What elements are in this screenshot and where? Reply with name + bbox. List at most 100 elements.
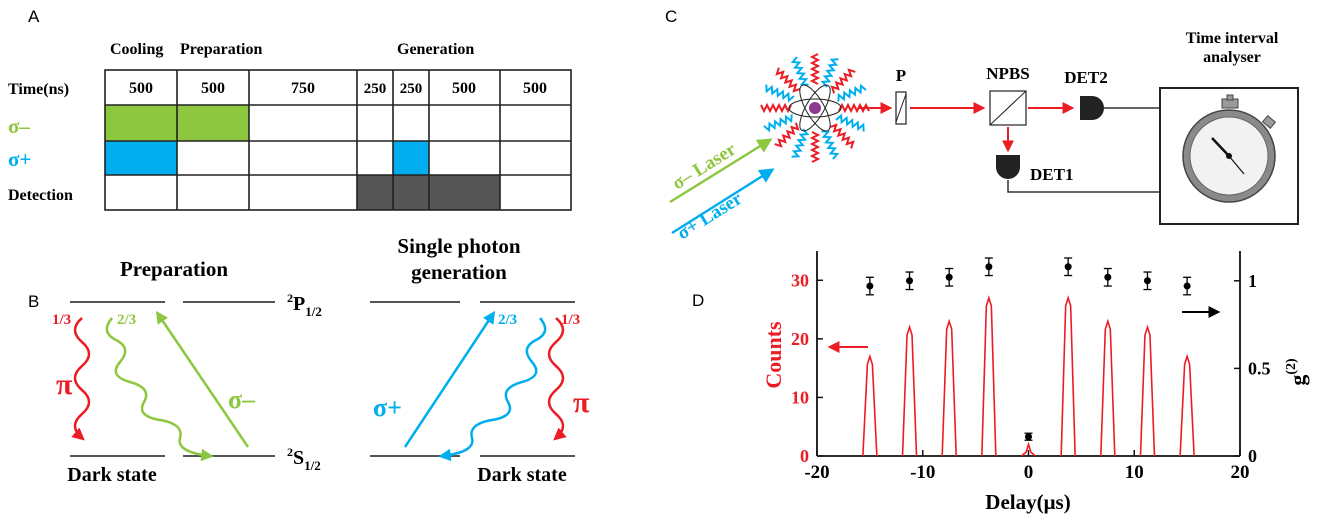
group-label-cooling: Cooling [110,41,163,58]
duration-cell: 500 [201,80,225,97]
g2-point [945,273,953,281]
x-tick-label: -10 [910,462,935,483]
dark-state-label-right: Dark state [477,464,567,486]
sigma-plus-pulse [105,141,177,175]
panel-c: C σ– Laser σ+ Laser P NPBS DET2 DET1 Tim… [665,7,1299,244]
group-label-preparation: Preparation [180,41,262,58]
emission-ray [821,130,840,160]
count-peak [941,318,957,457]
count-peak [1139,324,1156,457]
dark-state-label-left: Dark state [67,464,157,486]
analyser-label-line2: analyser [1203,49,1261,66]
g2-point [1025,433,1032,441]
det2-icon [1080,96,1104,120]
panel-b-letter: B [28,292,39,311]
emission-rays [760,53,870,163]
x-tick-label: 0 [1024,462,1034,483]
chart-peaks [862,295,1195,457]
chart-ylabel-left: Counts [761,321,786,389]
duration-cell: 500 [129,80,153,97]
sigma-decay-arrow-left [105,317,214,462]
detection-window [393,175,429,210]
g2-point [906,277,914,285]
polarizer-mark [895,93,907,123]
det1-label: DET1 [1030,165,1073,184]
stopwatch-icon [1182,94,1277,203]
duration-cell: 750 [291,80,315,97]
pi-decay-arrow-left [71,317,91,441]
g2-point [985,263,993,271]
sigma-minus-pulse [105,105,177,141]
y-left-tick-label: 30 [791,270,809,290]
emission-ray [809,131,821,163]
chart-ylabel-right: g(2) [1284,358,1310,386]
timing-grid [104,69,572,211]
sigma-plus-label: σ+ [373,393,402,422]
duration-cell: 500 [452,80,476,97]
upper-level-label: 2P1/2 [287,291,322,319]
fraction-label: 2/3 [498,312,517,328]
npbs-diagonal [989,90,1027,126]
sigma-plus-pulse [393,141,429,175]
det1-icon [996,155,1020,179]
emission-ray [830,68,856,94]
g2-point [866,282,874,290]
group-label-generation: Generation [397,41,474,58]
emission-ray [765,84,795,103]
chart-axes [816,251,1241,457]
npbs-label: NPBS [986,64,1029,83]
emission-ray [790,56,809,86]
y-right-tick-label: 1 [1248,271,1257,291]
y-left-tick-label: 10 [791,387,809,407]
chart-points [865,257,1192,441]
y-right-tick-label: 0.5 [1248,358,1271,378]
panel-c-letter: C [665,7,677,26]
emission-ray [835,113,865,132]
sigma-minus-pulse [177,105,249,141]
y-left-tick-label: 0 [800,446,809,466]
emission-ray [820,58,839,88]
panel-a: A Cooling Preparation Generation Time(ns… [8,7,572,211]
g2-point [1143,277,1151,285]
panel-a-letter: A [28,7,40,26]
duration-cell: 500 [523,80,547,97]
sigma-minus-laser-beam [669,138,773,204]
pi-label-right: π [573,386,590,419]
y-left-tick-label: 20 [791,329,809,349]
count-peak [1179,353,1195,457]
fraction-label: 1/3 [52,312,71,328]
atom-icon [788,84,842,132]
emission-ray [763,114,793,133]
sigma-plus-laser-label: σ+ Laser [674,188,747,244]
det2-label: DET2 [1064,68,1107,87]
count-peak [1100,318,1116,457]
row-label-detection: Detection [8,187,73,204]
g2-point [1183,282,1191,290]
row-label-sigma-minus: σ– [8,114,30,138]
analyser-label-line1: Time interval [1186,30,1279,47]
emission-ray [774,122,800,148]
sigma-minus-label: σ– [228,385,256,414]
g2-point [1104,273,1112,281]
x-tick-label: 10 [1125,462,1144,483]
emission-ray [829,123,855,149]
count-peak [862,353,878,457]
emission-ray [837,83,867,102]
energy-levels [70,301,575,457]
count-peak [981,295,997,457]
y-right-tick-label: 0 [1248,446,1257,466]
generation-title-line1: Single photon [397,234,520,258]
sigma-plus-laser-beam [671,168,775,235]
sigma-decay-arrow-right [438,317,547,462]
sigma-plus-excitation-arrow [403,310,496,448]
preparation-title: Preparation [120,257,228,281]
duration-cell: 250 [364,81,387,97]
row-label-time: Time(ns) [8,81,69,98]
emission-ray [791,128,810,158]
g2-point [1064,263,1072,271]
count-peak [1020,441,1037,457]
panel-b: B Preparation Single photon generation 2… [28,234,590,486]
